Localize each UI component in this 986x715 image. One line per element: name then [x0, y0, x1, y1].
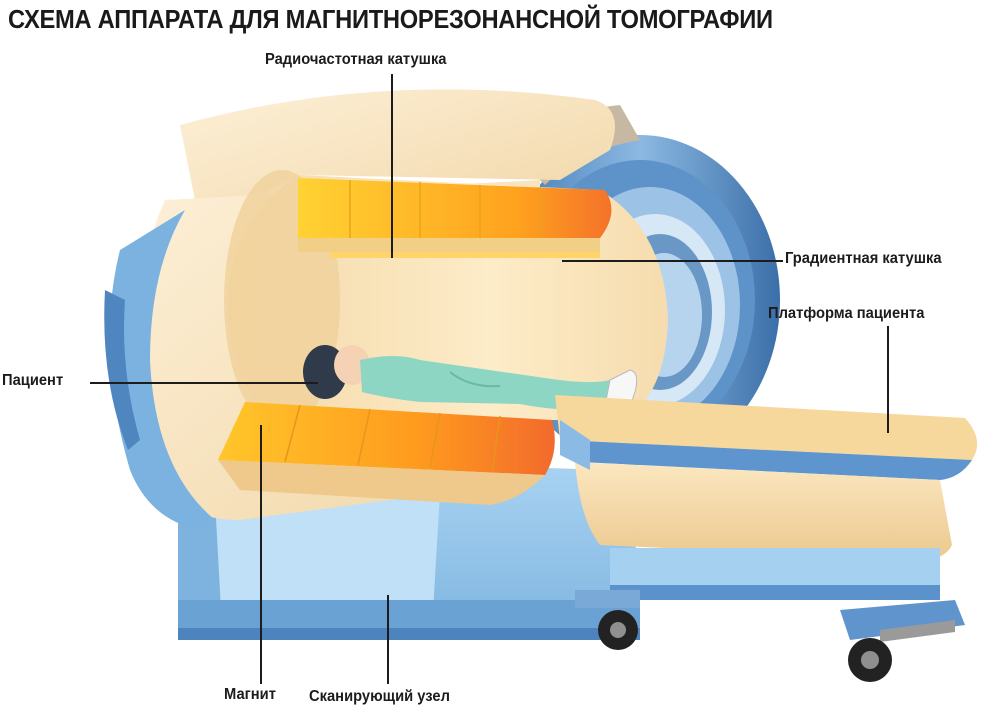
- label-patient: Пациент: [2, 372, 64, 389]
- lower-coil: [218, 402, 555, 505]
- label-patient-platform: Платформа пациента: [768, 305, 925, 322]
- patient-figure: [303, 345, 638, 421]
- scanner-base: [178, 460, 640, 640]
- table-wheels: [598, 610, 892, 682]
- label-scanning-unit: Сканирующий узел: [309, 688, 450, 705]
- label-gradient-coil: Градиентная катушка: [785, 250, 942, 267]
- patient-table: [555, 395, 978, 642]
- leader-lines: [90, 74, 889, 684]
- rf-coil: [298, 178, 612, 258]
- label-magnet: Магнит: [224, 686, 276, 703]
- diagram-title: СХЕМА АППАРАТА ДЛЯ МАГНИТНОРЕЗОНАНСНОЙ Т…: [8, 6, 773, 34]
- label-rf-coil: Радиочастотная катушка: [265, 51, 447, 68]
